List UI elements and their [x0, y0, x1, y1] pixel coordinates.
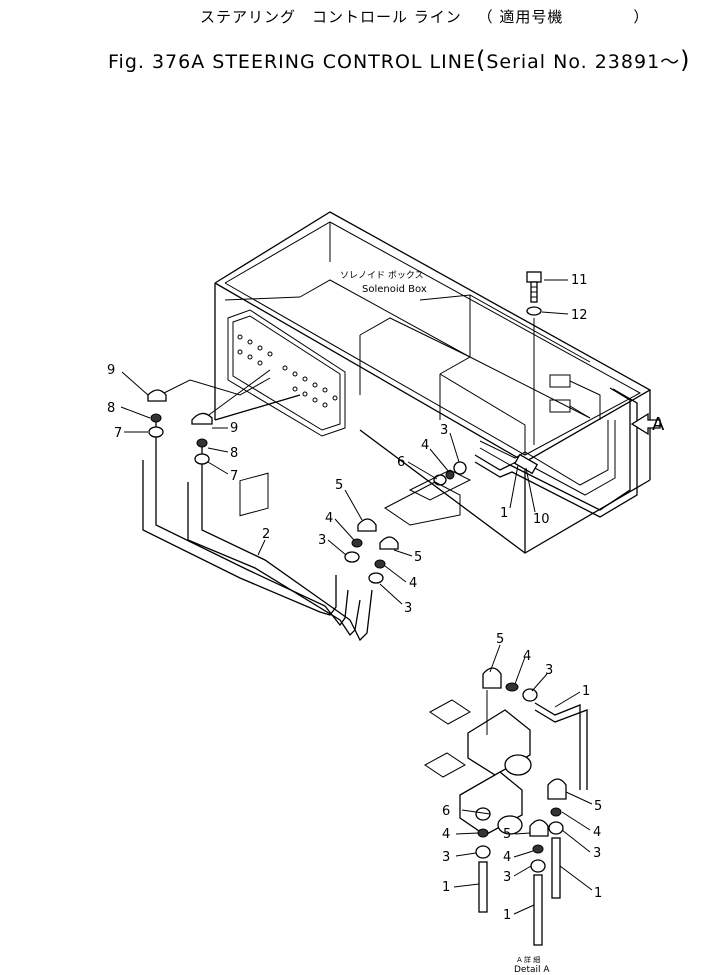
connector-pins: [237, 334, 338, 408]
arrow-a-label: A: [652, 414, 665, 435]
callout-7-left: 7: [114, 426, 122, 441]
leader-lines: [120, 279, 593, 915]
bolt-11: [526, 271, 542, 303]
detail-callout-1-top: 1: [582, 684, 590, 699]
callout-4-b: 4: [409, 576, 417, 591]
callout-8-right: 8: [230, 446, 238, 461]
callout-4-top: 4: [421, 438, 429, 453]
callout-2: 2: [262, 527, 270, 542]
callout-6: 6: [397, 455, 405, 470]
clamp-10: [513, 453, 539, 475]
detail-callout-4-right: 4: [593, 825, 601, 840]
detail-callout-1-right: 1: [594, 886, 602, 901]
detail-callout-1-left: 1: [442, 880, 450, 895]
box-label-en: Solenoid Box: [362, 284, 427, 295]
callout-9-right: 9: [230, 421, 238, 436]
callout-3-top: 3: [440, 423, 448, 438]
callout-10: 10: [533, 512, 550, 527]
washer-12: [526, 306, 542, 316]
callout-12: 12: [571, 308, 588, 323]
callout-9-left: 9: [107, 363, 115, 378]
detail-callout-6: 6: [442, 804, 450, 819]
detail-callout-3-mid: 3: [503, 870, 511, 885]
detail-callout-4-mid: 4: [503, 850, 511, 865]
callout-7-right: 7: [230, 469, 238, 484]
callout-11: 11: [571, 273, 588, 288]
callout-5-b: 5: [414, 550, 422, 565]
title-japanese: ステアリング コントロール ライン （ 適用号機）: [200, 8, 650, 26]
callout-3-a: 3: [318, 533, 326, 548]
detail-callout-3-right: 3: [593, 846, 601, 861]
arrow-a-icon: [630, 412, 661, 436]
detail-callout-1-mid: 1: [503, 908, 511, 923]
detail-label-jp: A 詳 細: [517, 955, 540, 964]
detail-label-en: Detail A: [514, 965, 550, 975]
detail-a: [424, 667, 588, 946]
serial-jp-text: 適用号機: [499, 8, 564, 26]
serial-en-text: Serial No. 23891～: [486, 51, 681, 73]
detail-callout-5-right: 5: [594, 799, 602, 814]
detail-callout-4-left: 4: [442, 827, 450, 842]
callout-5-a: 5: [335, 478, 343, 493]
clamp-2: [239, 472, 269, 517]
callout-4-a: 4: [325, 511, 333, 526]
detail-callout-5-top: 5: [496, 632, 504, 647]
callout-1-box: 1: [500, 506, 508, 521]
title-jp-text: ステアリング コントロール ライン: [200, 8, 462, 26]
title-en-text: Fig. 376A STEERING CONTROL LINE: [108, 51, 476, 73]
detail-callout-3-top: 3: [545, 663, 553, 678]
box-label-jp: ソレノイド ボックス: [340, 270, 424, 281]
detail-callout-5-mid: 5: [503, 827, 511, 842]
detail-callout-3-left: 3: [442, 850, 450, 865]
left-fittings: [147, 389, 399, 584]
title-english: Fig. 376A STEERING CONTROL LINE(Serial N…: [108, 46, 691, 74]
detail-callout-4-top: 4: [523, 649, 531, 664]
tube-assembly-2: [142, 369, 373, 642]
callout-8-left: 8: [107, 401, 115, 416]
callout-3-b: 3: [404, 601, 412, 616]
